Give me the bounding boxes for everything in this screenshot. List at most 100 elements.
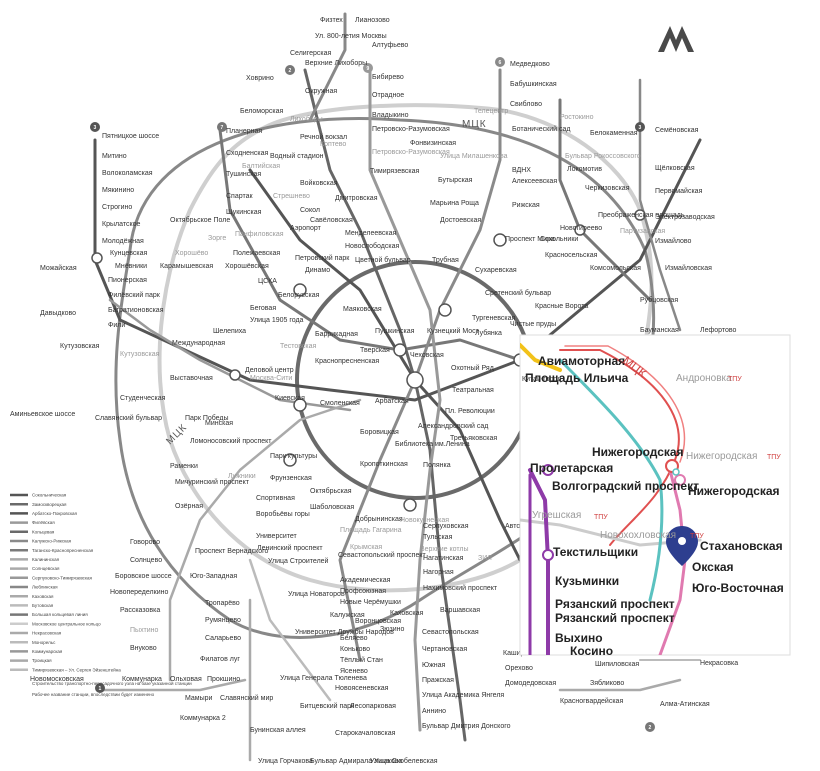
stations-center: Смоленская Арбатская Киевская Александро… (30, 328, 738, 765)
station-label: Кутузовская (60, 343, 100, 350)
station-label: Речной вокзал (300, 133, 347, 141)
legend-note: Рабочее название станции, впоследствии б… (32, 692, 155, 697)
station-label: Выставочная (170, 375, 213, 382)
station-label: Водный стадион (270, 152, 324, 160)
legend-label: Таганско-Краснопресненская (32, 548, 94, 553)
station-label: Профсоюзная (340, 588, 386, 595)
station-label: Чистые пруды (510, 321, 556, 328)
station-label: Кузьминки (555, 574, 619, 588)
station-label: Боровское шоссе (115, 573, 172, 580)
station-label: Локомотив (567, 166, 602, 173)
station-label: Ясенево (340, 668, 368, 675)
station-label: Мякинино (102, 187, 134, 194)
line-7 (368, 68, 442, 732)
station-label: Тёплый Стан (340, 656, 383, 664)
station-label: Рубцовская (640, 296, 678, 304)
station-label: Киевская (275, 395, 305, 402)
line-9 (98, 678, 247, 692)
station-label: Электрозаводская (655, 214, 715, 221)
station-label: Беговая (250, 305, 276, 312)
station-label: Воробьёвы горы (256, 510, 310, 518)
line-13 (558, 678, 682, 692)
station-label: Текстильщики (553, 545, 638, 559)
legend-label: Калужско-Рижская (32, 539, 72, 544)
metro-logo-icon (658, 26, 694, 52)
location-pin-icon (666, 526, 698, 566)
station-label: Волоколамская (102, 170, 153, 177)
line-3 (93, 138, 702, 402)
station-label: Улица Милашенкова (440, 153, 508, 160)
station-label: Бульвар Дмитрия Донского (422, 723, 511, 730)
legend-label: Кольцевая (32, 529, 55, 534)
station-label: Авиамоторная (538, 354, 625, 368)
station-label: Беляево (340, 635, 368, 642)
station-label: Крылатское (102, 221, 140, 228)
svg-text:1: 1 (99, 686, 102, 692)
station-label: Мичуринский проспект (175, 478, 250, 486)
station-label: Каховская (390, 610, 424, 617)
station-label: Полянка (423, 462, 451, 469)
station-label: Селигерская (290, 50, 332, 57)
station-label: Некрасовка (700, 660, 738, 667)
station-label: Стахановская (700, 539, 783, 553)
station-label: Арбатская (375, 397, 409, 405)
station-label: Новопеределкино (110, 589, 168, 596)
svg-text:3: 3 (94, 125, 97, 131)
station-label: Тушинская (226, 171, 261, 178)
station-label: Панфиловская (235, 231, 284, 238)
station-label: Театральная (452, 387, 494, 394)
station-label: Сокольники (540, 236, 578, 243)
station-label: Динамо (305, 267, 330, 274)
station-label: Фонвизинская (410, 140, 456, 147)
station-label: Пушкинская (375, 328, 415, 335)
transfer-nodes (91, 209, 646, 512)
station-label: Петровский парк (295, 254, 350, 262)
station-label: Москва-Сити (250, 375, 292, 382)
station-label: Улица Академика Янгеля (422, 692, 504, 699)
station-label: Пыхтино (130, 627, 158, 634)
station-label: Новослободская (345, 242, 399, 250)
station-label: Тульская (423, 534, 453, 541)
station-label: Новохохловская (600, 530, 676, 541)
station-label: Краснопресненская (315, 358, 379, 365)
station-label: ЦСКА (258, 278, 277, 285)
legend-label: Большая кольцевая линия (32, 612, 88, 617)
station-label: Сокол (300, 207, 320, 214)
station-label: Стрешнево (273, 193, 310, 200)
station-label: Домодедовская (505, 680, 556, 687)
legend-note: Строительство транспортно-пересадочного … (32, 680, 192, 686)
station-label: Сходненская (226, 150, 269, 157)
station-label: Петровско-Разумовская (372, 126, 450, 133)
station-label: Рассказовка (120, 607, 160, 614)
station-label: Новокузнецкая (400, 517, 449, 524)
station-label: Ленинский проспект (257, 544, 323, 552)
station-label: Давыдково (40, 310, 76, 317)
station-label: Дмитровская (335, 195, 378, 202)
station-label: Прокшино (207, 676, 240, 683)
station-label: Рижская (512, 202, 540, 209)
station-label: Зорге (208, 235, 226, 242)
station-label: Аннино (422, 708, 446, 715)
station-label: Раменки (170, 463, 198, 470)
station-label: Бульвар Адмирала Ушакова (310, 758, 402, 765)
svg-text:7: 7 (221, 125, 224, 131)
station-label: Тестовская (280, 343, 317, 350)
station-label: Улица Генерала Тюленева (280, 675, 367, 682)
line-8 (168, 398, 362, 682)
station-label: Нагатинская (423, 555, 464, 562)
station-label: Красносельская (545, 252, 598, 259)
station-label: Менделеевская (345, 230, 397, 237)
station-label: Лужники (228, 473, 256, 480)
station-label: Парк Победы (185, 414, 229, 422)
station-label: Верхние Лихоборы (305, 59, 367, 67)
station-label: Воронцовская (355, 618, 401, 625)
legend-label: Люблинская (32, 585, 58, 590)
station-label: Пролетарская (530, 461, 613, 475)
station-label: Цветной бульвар (355, 256, 411, 264)
station-label: Пл. Революции (445, 408, 495, 415)
station-label: Хорошёвская (225, 263, 269, 270)
station-label: Проспект Мира (505, 236, 555, 243)
station-label: Фили (108, 322, 125, 329)
station-label: Филатов луг (200, 656, 240, 663)
station-label: Битцевский парк (300, 702, 355, 710)
